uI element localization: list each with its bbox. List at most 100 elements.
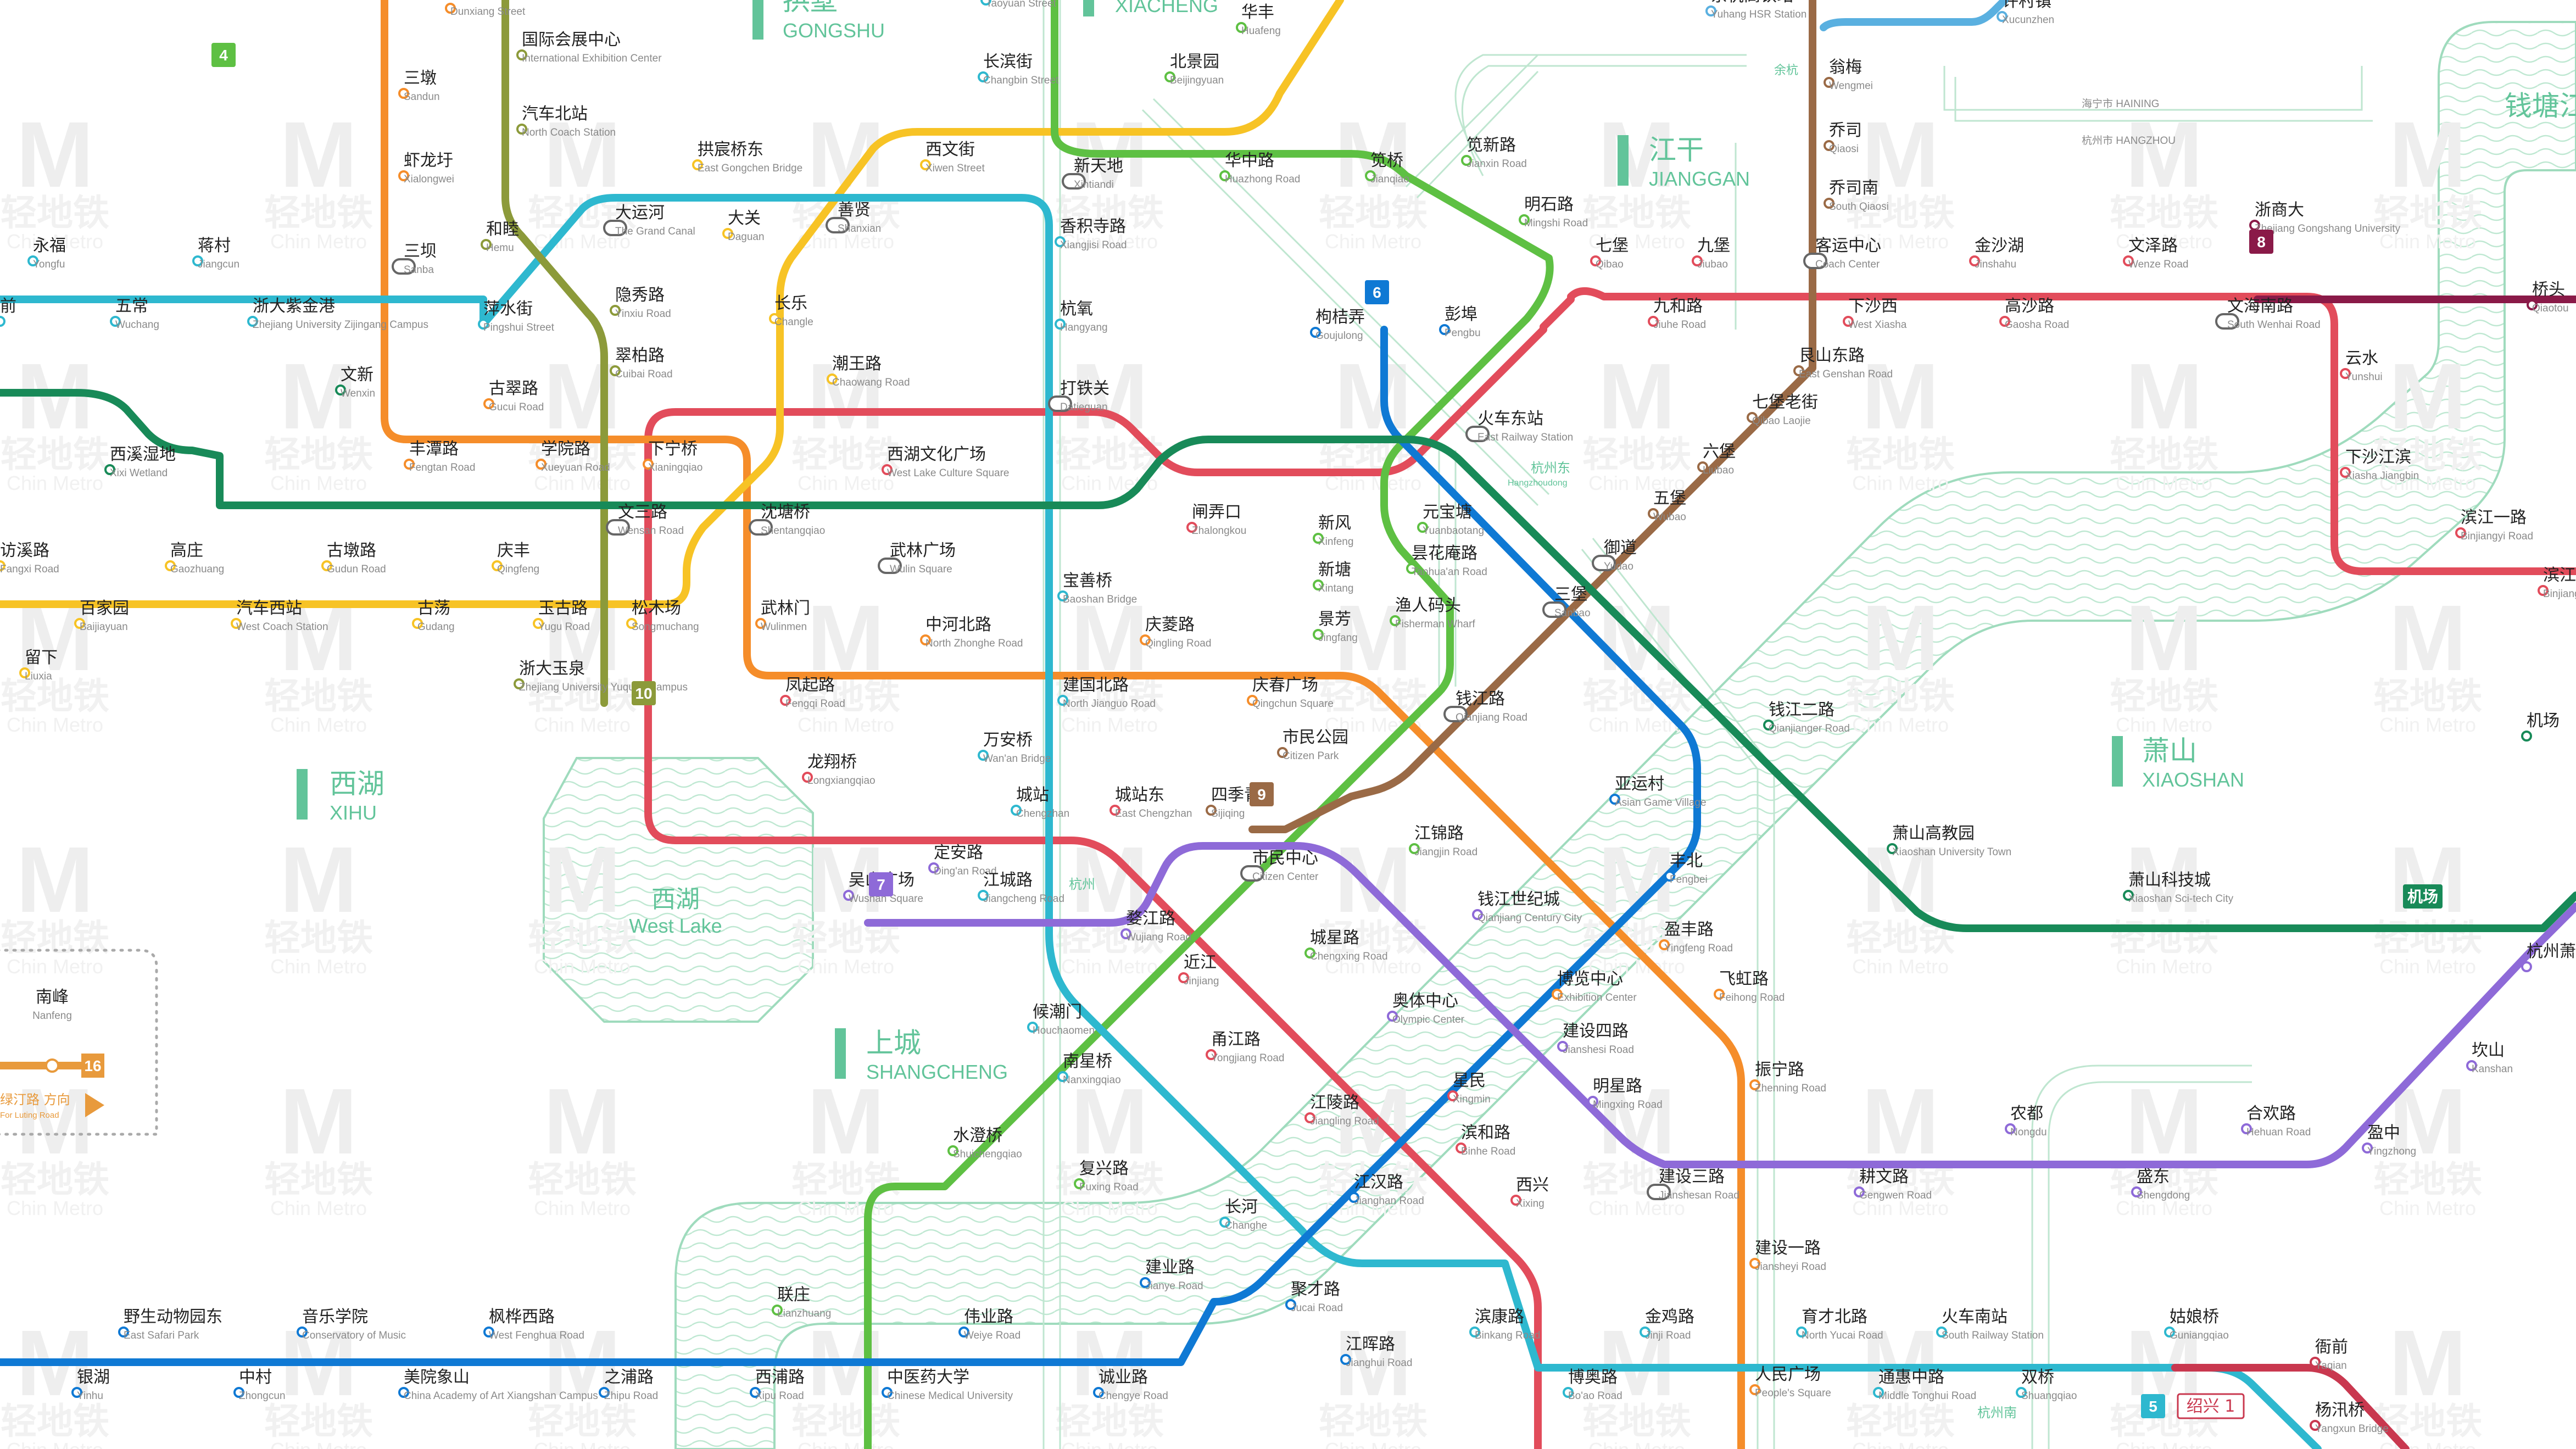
metro-line-4[interactable]: [864, 0, 1554, 1449]
station[interactable]: 滨江Binjiang: [2538, 566, 2576, 600]
metro-line-6[interactable]: [0, 326, 1701, 1366]
metro-line-hangzhou-shaoxing[interactable]: [2171, 1364, 2410, 1449]
station[interactable]: 机场: [2521, 711, 2560, 742]
station[interactable]: 余杭高铁站Yuhang HSR Station: [1705, 0, 1806, 20]
metro-line-3[interactable]: [0, 0, 1344, 608]
metro-line-2[interactable]: [381, 0, 1745, 1449]
station[interactable]: 墩祥街Dunxiang Street: [445, 0, 526, 18]
metro-line-7[interactable]: [864, 842, 2576, 1168]
